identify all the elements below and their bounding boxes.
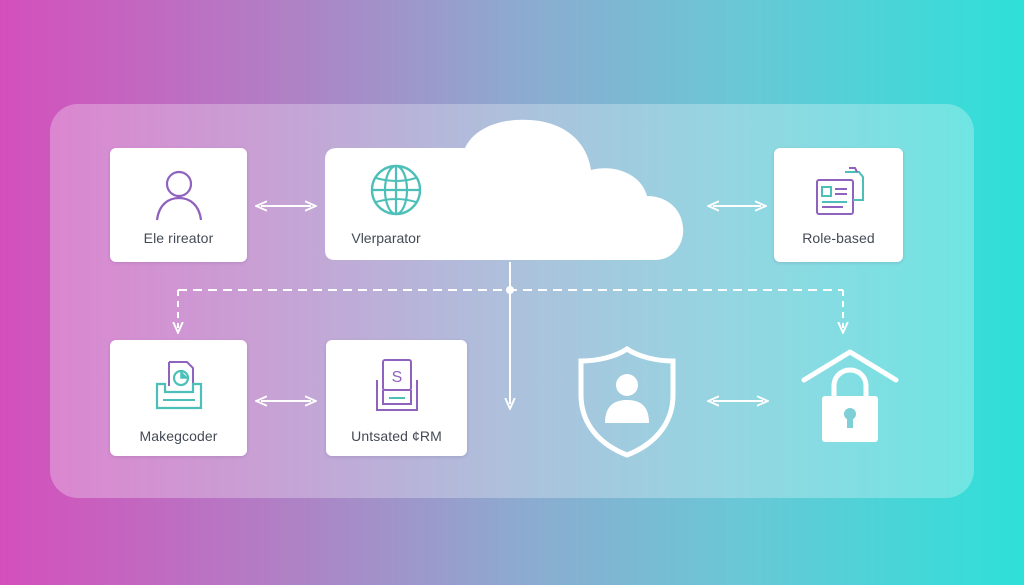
node-label: Untsated ¢RM <box>351 428 442 444</box>
documents-icon <box>809 164 869 224</box>
node-label-vlerparator: Vlerparator <box>351 230 421 246</box>
node-role-based: Role-based <box>774 148 903 262</box>
house-lock-icon <box>800 348 900 444</box>
node-label: Role-based <box>802 230 875 246</box>
globe-icon <box>366 160 426 220</box>
node-label: Makegcoder <box>139 428 218 444</box>
user-icon <box>149 164 209 224</box>
cloud-node <box>325 119 684 260</box>
node-ele-rireator: Ele rireator <box>110 148 247 262</box>
node-makegcoder: Makegcoder <box>110 340 247 456</box>
node-label: Ele rireator <box>143 230 214 246</box>
user-shield-icon <box>575 345 679 459</box>
node-untsated-crm: S Untsated ¢RM <box>326 340 467 456</box>
document-tray-icon <box>149 356 209 416</box>
svg-text:S: S <box>391 369 402 386</box>
document-stack-icon: S <box>367 356 427 416</box>
